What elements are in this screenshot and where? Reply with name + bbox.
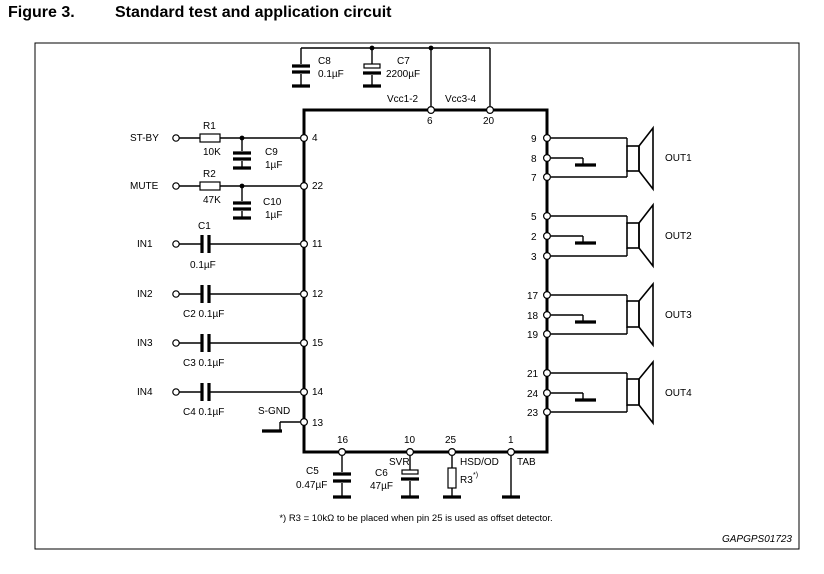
in2-network: [172, 285, 309, 303]
pin-24-label: 24: [527, 389, 539, 400]
pin-20-label: 20: [483, 116, 495, 127]
r3-name: R3: [460, 475, 473, 486]
in4-network: [172, 383, 309, 401]
pin-19-label: 19: [527, 330, 539, 341]
pin-9-label: 9: [531, 134, 537, 145]
c9-name: C9: [265, 147, 278, 158]
c8-name: C8: [318, 56, 331, 67]
pin-10-label: 10: [404, 435, 416, 446]
sgnd-network: [262, 418, 309, 433]
pin-17-label: 17: [527, 291, 539, 302]
pin-23-label: 23: [527, 408, 539, 419]
ic-body: [302, 108, 549, 454]
in2-label: IN2: [137, 289, 153, 300]
mute-label: MUTE: [130, 181, 159, 192]
figure-frame: [34, 42, 800, 550]
pin-22-label: 22: [312, 181, 324, 192]
out3-network: [542, 281, 654, 348]
pin-4-label: 4: [312, 133, 318, 144]
figure-caption: Standard test and application circuit: [115, 4, 392, 21]
c6-name: C6: [375, 468, 388, 479]
c3-label: C3 0.1µF: [183, 358, 224, 369]
in3-network: [172, 334, 309, 352]
footnote: *) R3 = 10kΩ to be placed when pin 25 is…: [279, 513, 552, 524]
vcc12-label: Vcc1-2: [387, 94, 419, 105]
c9-value: 1µF: [265, 160, 282, 171]
pin-8-label: 8: [531, 154, 537, 165]
c8-value: 0.1µF: [318, 69, 344, 80]
pin-2-label: 2: [531, 232, 537, 243]
svr-label: SVR: [389, 457, 410, 468]
c1-name: C1: [198, 221, 211, 232]
stby-label: ST-BY: [130, 133, 159, 144]
out3-label: OUT3: [665, 310, 692, 321]
tab-label: TAB: [517, 457, 536, 468]
out4-network: [542, 359, 654, 426]
c7-name: C7: [397, 56, 410, 67]
supply-network: [292, 45, 495, 114]
stby-network: [172, 133, 309, 170]
pin-21-label: 21: [527, 369, 539, 380]
in4-label: IN4: [137, 387, 153, 398]
c7-value: 2200µF: [386, 69, 420, 80]
c6-value: 47µF: [370, 481, 393, 492]
pin-1-label: 1: [508, 435, 514, 446]
pin-13-label: 13: [312, 418, 324, 429]
pin-18-label: 18: [527, 311, 539, 322]
hsd-od-label: HSD/OD: [460, 457, 499, 468]
out1-network: [542, 125, 654, 192]
r1-name: R1: [203, 121, 216, 132]
pin-15-label: 15: [312, 338, 324, 349]
vcc34-label: Vcc3-4: [445, 94, 477, 105]
pin-25-label: 25: [445, 435, 457, 446]
out1-label: OUT1: [665, 153, 692, 164]
figure-title: Figure 3. Standard test and application c…: [8, 4, 392, 22]
in1-network: [172, 235, 309, 253]
pin-7-label: 7: [531, 173, 537, 184]
pin-6-label: 6: [427, 116, 433, 127]
pin-12-label: 12: [312, 289, 324, 300]
pin-16-label: 16: [337, 435, 349, 446]
c5-value: 0.47µF: [296, 480, 327, 491]
r3-footnote-mark: *): [473, 472, 478, 479]
mute-network: [172, 181, 309, 220]
out2-network: [542, 202, 654, 269]
pin-14-label: 14: [312, 387, 324, 398]
r3-network: [443, 448, 461, 499]
sgnd-label: S-GND: [258, 406, 290, 417]
c10-name: C10: [263, 197, 282, 208]
pin-5-label: 5: [531, 212, 537, 223]
c5-name: C5: [306, 466, 319, 477]
pin-3-label: 3: [531, 252, 537, 263]
tab-network: [502, 448, 520, 499]
r2-value: 47K: [203, 195, 221, 206]
r1-value: 10K: [203, 147, 221, 158]
in1-label: IN1: [137, 239, 153, 250]
figure-code: GAPGPS01723: [722, 534, 792, 545]
figure-number: Figure 3.: [8, 4, 75, 21]
c10-value: 1µF: [265, 210, 282, 221]
c4-label: C4 0.1µF: [183, 407, 224, 418]
out2-label: OUT2: [665, 231, 692, 242]
pin-11-label: 11: [312, 239, 323, 250]
c2-label: C2 0.1µF: [183, 309, 224, 320]
in3-label: IN3: [137, 338, 153, 349]
out4-label: OUT4: [665, 388, 692, 399]
c5-network: [333, 448, 351, 499]
c1-value: 0.1µF: [190, 260, 216, 271]
c6-network: [401, 448, 419, 499]
r2-name: R2: [203, 169, 216, 180]
